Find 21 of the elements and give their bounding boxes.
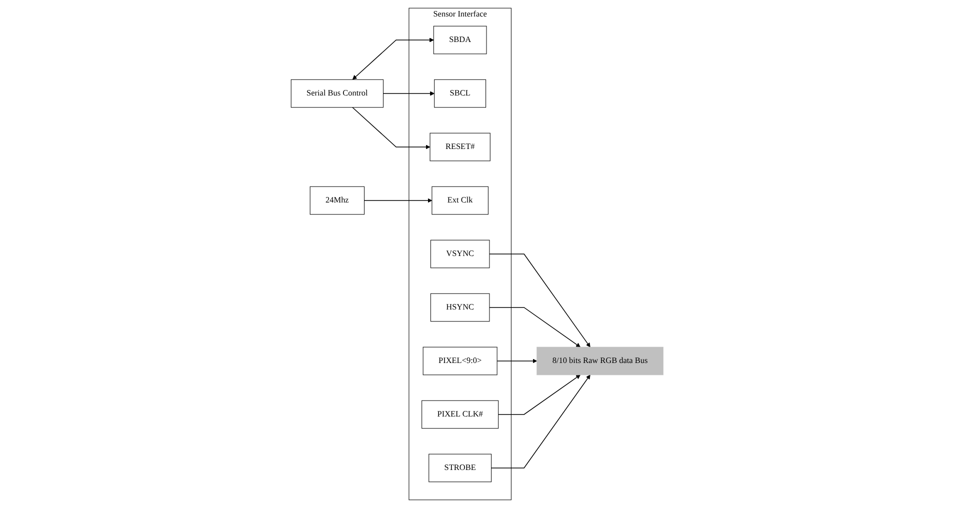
node-box: Ext Clk bbox=[432, 186, 488, 215]
arrow bbox=[488, 254, 590, 348]
arrow bbox=[352, 107, 430, 150]
arrow bbox=[364, 198, 432, 203]
node-box: STROBE bbox=[428, 454, 492, 482]
node-box: 8/10 bits Raw RGB data Bus bbox=[536, 346, 664, 376]
arrow bbox=[352, 38, 434, 80]
node-box: PIXEL CLK# bbox=[421, 400, 498, 429]
arrow bbox=[488, 307, 580, 348]
node-box: HSYNC bbox=[430, 293, 490, 322]
node-box: RESET# bbox=[430, 132, 490, 162]
node-box: SBCL bbox=[434, 79, 486, 108]
arrow bbox=[490, 374, 590, 468]
arrow bbox=[496, 358, 537, 364]
arrow bbox=[382, 91, 434, 96]
node-box: 24Mhz bbox=[310, 186, 364, 215]
arrow bbox=[498, 374, 580, 415]
node-box: SBDA bbox=[433, 26, 487, 54]
node-box: PIXEL<9:0> bbox=[422, 346, 498, 376]
node-box: VSYNC bbox=[430, 240, 490, 268]
node-box: Serial Bus Control bbox=[290, 79, 384, 108]
